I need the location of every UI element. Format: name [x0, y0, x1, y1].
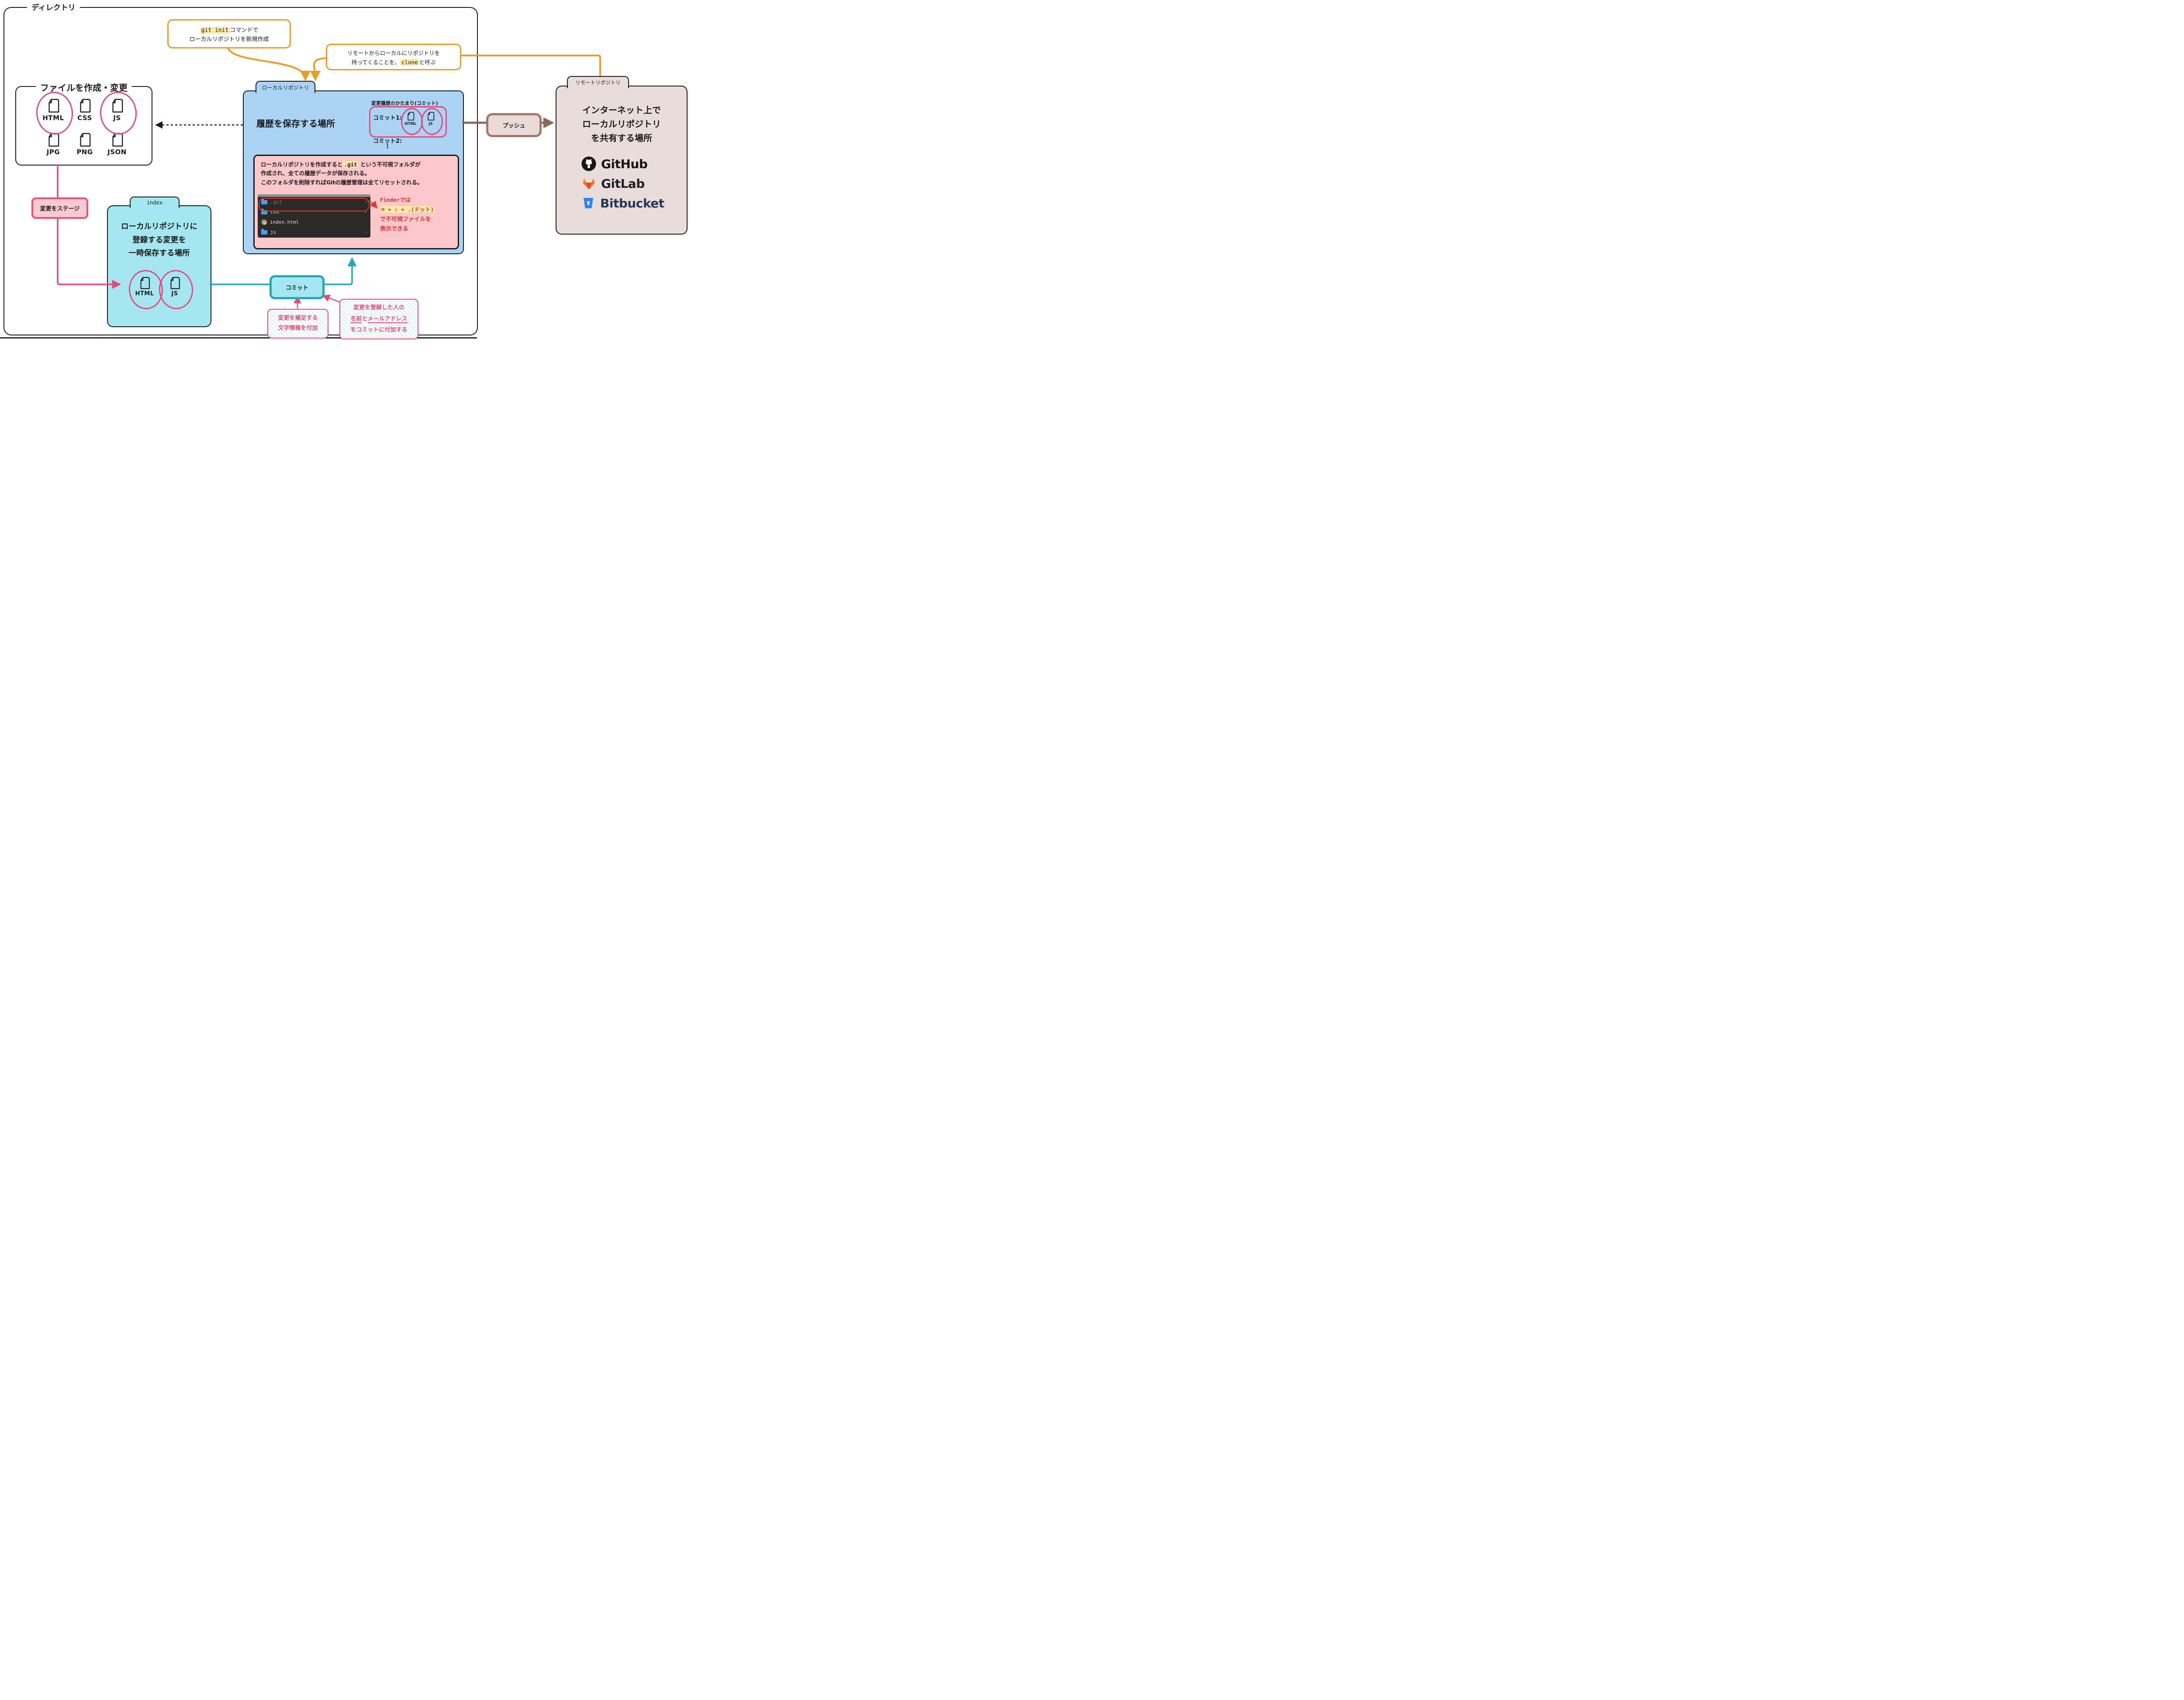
finder-file-list: .git › css › index.html js › — [258, 194, 370, 238]
file-icon-js: JS — [102, 98, 132, 122]
hosting-logos: GitHub GitLab Bitbucket — [581, 155, 664, 211]
git-note-box: ローカルリポジトリを作成すると.git という不可視フォルダが 作成され、全ての… — [253, 155, 459, 249]
folder-icon — [261, 229, 267, 235]
index-file-html: HTML — [131, 276, 158, 297]
local-repo-box: ローカルリポジトリ 履歴を保存する場所 変更履歴のかたまり(コミット) コミット… — [243, 81, 464, 254]
file-icon-html: HTML — [38, 98, 68, 122]
clone-code: clone — [400, 59, 419, 66]
commits-caption: 変更履歴のかたまり(コミット) — [371, 100, 438, 106]
gitlab-tanuki-icon — [583, 177, 595, 190]
remote-repo-tab: リモートリポジトリ — [567, 76, 629, 88]
directory-frame — [3, 7, 478, 335]
stage-label: 変更をステージ — [31, 197, 88, 219]
commit2-label: コミット2: — [373, 138, 402, 145]
author-email-underlined: メールアドレス — [367, 315, 408, 323]
dot-git-code: .git — [342, 161, 359, 168]
commit1-js-circle — [421, 108, 443, 135]
local-repo-tab: ローカルリポジトリ — [256, 81, 315, 93]
git-init-code: git init — [200, 27, 230, 34]
gitlab-logo: GitLab — [581, 175, 664, 192]
git-note-text: ローカルリポジトリを作成すると.git という不可視フォルダが 作成され、全ての… — [261, 161, 423, 186]
index-box-text: ローカルリポジトリに 登録する変更を 一時保存する場所 — [121, 222, 197, 258]
github-octocat-icon — [581, 156, 596, 171]
files-box: ファイルを作成・変更 HTML CSS JS JPG PNG JSON — [15, 81, 152, 166]
html-circle — [35, 90, 75, 136]
document-icon — [48, 133, 59, 147]
finder-toolbar — [258, 194, 370, 197]
file-row-indexhtml[interactable]: index.html — [258, 217, 370, 227]
chrome-icon — [261, 219, 267, 225]
finder-shortcut: ⌘ + ⇧ + .(ドット) — [380, 206, 435, 213]
document-icon — [112, 99, 123, 113]
git-row-red-circle — [259, 198, 370, 211]
file-icon-css: CSS — [70, 98, 100, 122]
document-icon — [170, 277, 180, 289]
index-box: index ローカルリポジトリに 登録する変更を 一時保存する場所 HTML J… — [107, 197, 211, 327]
callout-commit-message: 変更を補足する 文字情報を付加 — [267, 309, 328, 339]
commit1-label: コミット1: — [373, 115, 402, 121]
index-file-js: JS — [162, 276, 188, 297]
chevron-right-icon: › — [365, 229, 367, 235]
remote-repo-box: リモートリポジトリ インターネット上で ローカルリポジトリ を共有する場所 Gi… — [556, 76, 688, 235]
js-circle — [98, 90, 138, 136]
commit1-bracket — [369, 106, 447, 138]
index-js-circle — [157, 269, 195, 311]
commit-button: コミット — [270, 275, 325, 299]
file-row-js[interactable]: js › — [258, 227, 370, 237]
push-button: プッシュ — [486, 113, 542, 137]
line-clone-to-remote — [459, 55, 601, 76]
document-icon — [112, 133, 123, 147]
document-icon — [140, 277, 150, 289]
file-icon-json: JSON — [102, 132, 132, 156]
github-logo: GitHub — [581, 155, 664, 172]
document-icon — [80, 99, 91, 113]
callout-commit-author: 変更を登録した人の 名前とメールアドレス をコミットに付加する — [339, 299, 418, 339]
bitbucket-logo: Bitbucket — [581, 195, 664, 211]
bitbucket-bucket-icon — [583, 198, 594, 208]
file-icon-jpg: JPG — [38, 132, 68, 156]
commit-ellipsis: ⋮ — [384, 143, 390, 150]
files-box-title: ファイルを作成・変更 — [36, 81, 132, 93]
file-icon-png: PNG — [70, 132, 100, 156]
local-repo-heading: 履歴を保存する場所 — [256, 118, 335, 129]
bottom-edge-line — [0, 337, 477, 339]
callout-clone-line1: リモートからローカルにリポジトリを — [347, 49, 440, 56]
document-icon — [80, 133, 91, 147]
index-tab: index — [130, 197, 180, 208]
document-icon — [48, 99, 59, 113]
author-name-underlined: 名前 — [350, 315, 362, 323]
remote-repo-text: インターネット上で ローカルリポジトリ を共有する場所 — [582, 105, 661, 143]
directory-label: ディレクトリ — [27, 1, 80, 12]
chevron-right-icon: › — [365, 209, 367, 215]
finder-shortcut-note: Finderでは ⌘ + ⇧ + .(ドット) で不可視ファイルを 表示できる — [380, 195, 454, 234]
commit1-html-circle — [401, 108, 423, 135]
callout-git-init-line2: ローカルリポジトリを新規作成 — [189, 36, 269, 43]
